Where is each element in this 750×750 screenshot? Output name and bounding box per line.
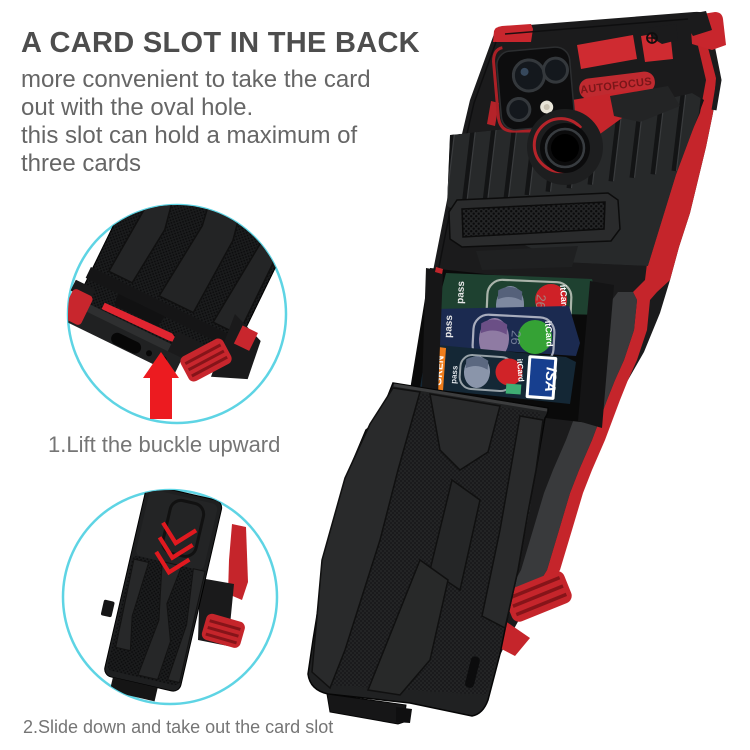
svg-text:1.Lift the buckle upward: 1.Lift the buckle upward [48, 432, 280, 457]
svg-text:more convenient to take the ca: more convenient to take the card [21, 66, 371, 93]
svg-text:this slot can hold a maximum o: this slot can hold a maximum of [21, 122, 357, 149]
svg-text:A CARD SLOT IN THE BACK: A CARD SLOT IN THE BACK [21, 27, 420, 59]
svg-text:2.Slide down and take out the: 2.Slide down and take out the card slot [23, 717, 333, 737]
svg-text:three cards: three cards [21, 150, 141, 177]
svg-text:out with the oval hole.: out with the oval hole. [21, 94, 253, 121]
svg-text:ISA: ISA [541, 367, 560, 393]
svg-text:itCard: itCard [543, 320, 555, 347]
svg-text:pass: pass [449, 365, 460, 384]
svg-text:26: 26 [533, 294, 549, 310]
svg-text:itCard: itCard [558, 284, 570, 311]
svg-text:pass: pass [455, 280, 467, 304]
svg-text:pass: pass [443, 314, 455, 338]
svg-text:26: 26 [508, 330, 524, 346]
svg-text:itCard: itCard [515, 359, 526, 383]
